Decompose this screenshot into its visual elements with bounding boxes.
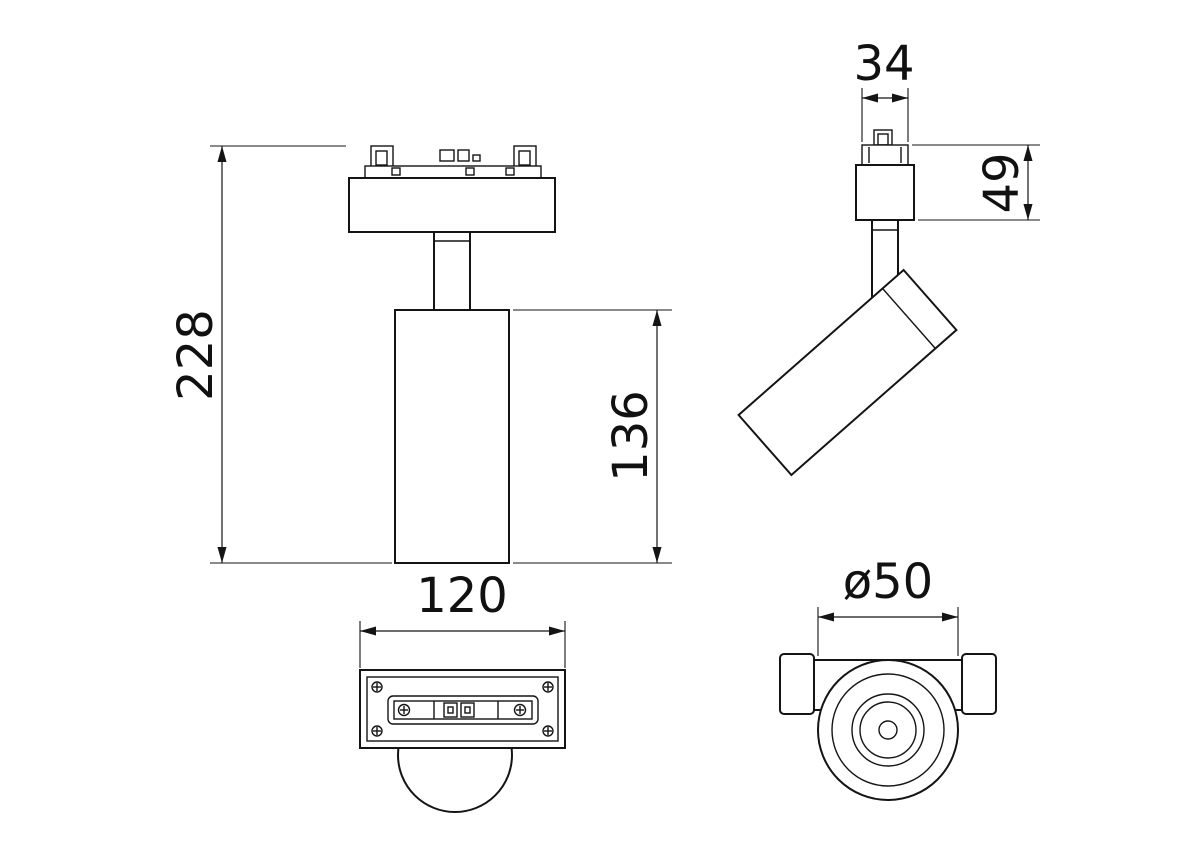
right-tab [961,653,997,715]
dim-head-diameter: ø50 [817,554,959,656]
connector-block [443,702,458,718]
head-view: ø50 [779,554,997,801]
contact-pin [472,154,481,162]
strip-mark [465,167,475,176]
left-tab [779,653,815,715]
body-outline-side [737,268,958,477]
track-adapter-side [855,129,915,221]
connector-block-pin [447,706,454,714]
lens-outer-circle [851,693,925,767]
plan-view: 120 [359,568,566,813]
left-clip-notch [375,150,388,166]
connector-outline [387,695,539,725]
dim-front-total-height: 228 [168,145,392,564]
connector-block [460,702,475,718]
dim-label-adapter-height: 49 [974,152,1030,213]
connector-slot [393,700,533,720]
right-clip-notch [518,150,531,166]
adapter-housing-side [855,164,915,221]
dim-side-width: 34 [853,36,915,142]
strip-mark [391,167,401,176]
lamp-head-bottom [817,659,959,801]
led-center-circle [878,720,898,740]
stem-outline [433,231,471,311]
dim-label-body-height: 136 [603,390,659,482]
stem-front [433,231,471,311]
adapter-housing-outline [348,177,556,233]
contact-pin [457,149,470,162]
tilted-body [737,268,958,477]
body-outline-front [394,309,510,564]
corner-screw [542,681,554,693]
head-outer-circle [817,659,959,801]
dim-adapter-height: 49 [912,144,1040,221]
dim-label-side-width: 34 [853,36,914,92]
dim-body-height: 136 [513,309,672,564]
strip-mark [505,167,515,176]
corner-screw [371,681,383,693]
front-view: 228 136 [168,145,672,564]
lens-inner-circle [859,701,917,759]
magnetic-connector [387,695,539,725]
corner-screw [371,725,383,737]
side-view: 34 49 [737,36,1040,477]
dim-label-head-diameter: ø50 [843,554,933,610]
corner-screw [542,725,554,737]
body-seam-line [882,288,936,349]
connector-screw [397,703,411,717]
dim-plan-width: 120 [359,568,566,668]
adapter-plate-plan [359,669,566,749]
dim-label-front-total: 228 [168,309,224,401]
connector-block-pin [464,706,471,714]
connector-nub [873,129,893,146]
plate-inner-outline [366,676,559,742]
dim-label-plan-width: 120 [416,568,508,624]
track-adapter-front [348,145,556,233]
contact-pin [439,149,455,162]
connector-screw [513,703,527,717]
head-rim-circle [831,673,945,787]
